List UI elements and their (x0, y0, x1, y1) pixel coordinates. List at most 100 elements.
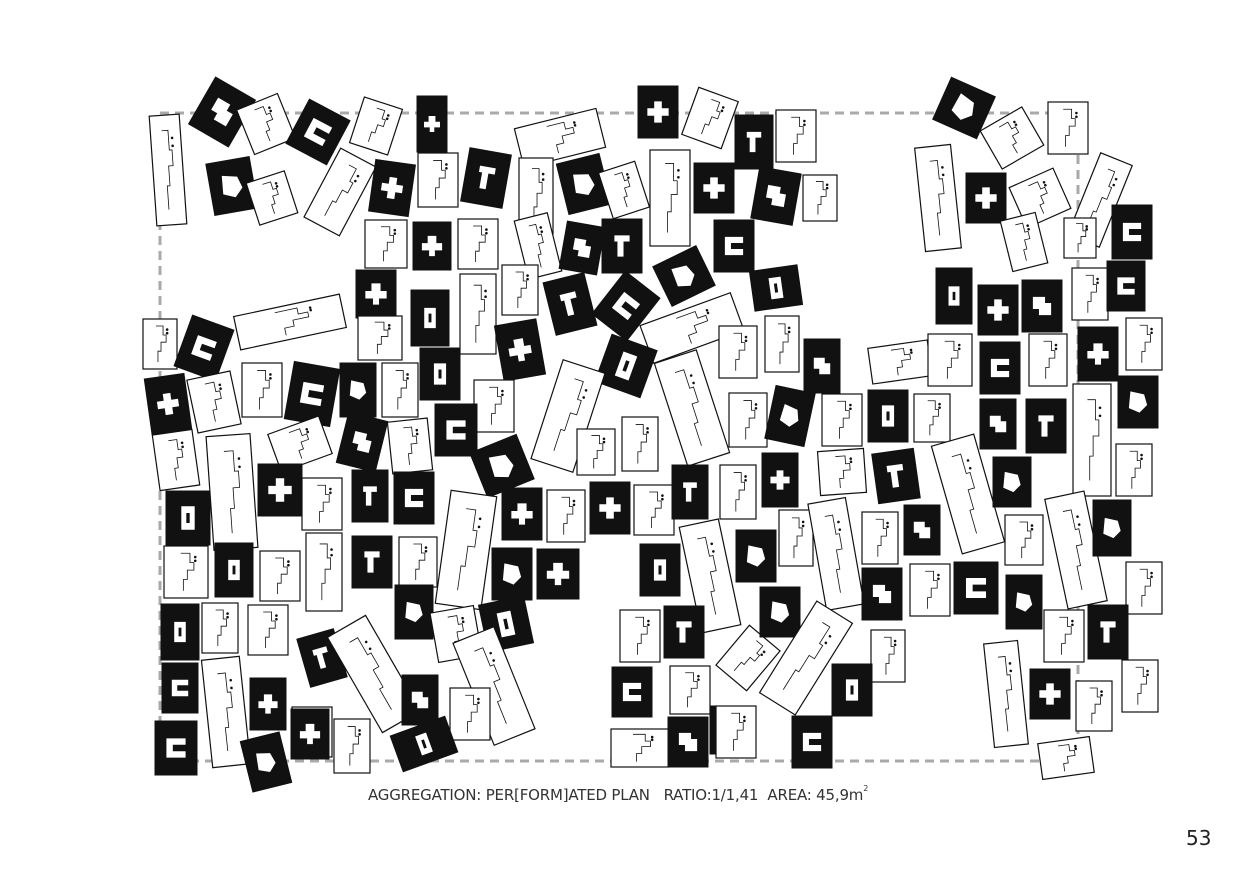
tile-frame (501, 487, 543, 541)
tile-frame (241, 362, 283, 418)
tile-dot (650, 738, 654, 742)
tile-dot (193, 559, 197, 563)
black-tile (214, 542, 254, 598)
black-tile (1087, 604, 1129, 660)
tile-dot (165, 331, 169, 335)
white-tile (201, 602, 239, 654)
tile-dot (308, 306, 312, 310)
tile-dot (910, 351, 913, 354)
white-tile (807, 496, 865, 612)
tile-dot (744, 335, 748, 339)
tile-line-plan (553, 378, 584, 451)
tile-motif (508, 338, 532, 362)
tile-line-plan (413, 543, 426, 580)
black-tile (935, 267, 973, 325)
tile-motif (975, 187, 997, 209)
white-tile (148, 113, 188, 227)
tile-dot (1071, 623, 1074, 627)
tile-dot (489, 651, 492, 655)
black-tile (283, 360, 341, 428)
tile-motif (352, 430, 372, 454)
black-tile (594, 333, 658, 399)
tile-line-plan (317, 484, 330, 523)
tile-dot (893, 639, 897, 643)
black-tile (791, 715, 833, 769)
tile-dot (193, 555, 197, 559)
tile-dot (329, 487, 332, 491)
white-tile (861, 511, 899, 565)
black-tile (671, 464, 709, 520)
tile-line-plan (614, 172, 631, 208)
tile-line-plan (528, 223, 544, 268)
tile-dot (218, 383, 222, 387)
white-tile (909, 563, 951, 617)
tile-frame (669, 665, 711, 715)
tile-frame (1121, 659, 1159, 713)
black-tile (143, 372, 193, 436)
tile-line-plan (697, 536, 717, 615)
tile-motif (987, 299, 1009, 321)
tile-motif (746, 131, 762, 153)
tile-dot (572, 499, 576, 503)
tile-dot (838, 528, 842, 531)
tile-frame (861, 511, 899, 565)
tile-dot (287, 560, 290, 563)
tile-line-plan (489, 386, 502, 425)
white-tile (301, 477, 343, 531)
black-tile (1021, 279, 1063, 333)
tile-dot (477, 697, 480, 701)
tile-dot (492, 659, 495, 662)
tile-frame (982, 639, 1030, 749)
caption-area: AREA: 45,9m (767, 786, 864, 804)
white-tile (186, 370, 242, 434)
tile-line-plan (263, 611, 276, 648)
tile-motif (299, 381, 325, 407)
black-tile (355, 269, 397, 319)
tile-frame (778, 509, 814, 567)
tile-frame (979, 341, 1021, 395)
black-tile (1117, 375, 1159, 429)
black-tile (542, 272, 598, 336)
tile-motif (478, 165, 496, 190)
tile-line-plan (824, 514, 843, 593)
tile-dot (941, 173, 945, 177)
tile-motif (647, 101, 669, 123)
tile-motif (671, 265, 695, 287)
tile-dot (269, 373, 272, 376)
white-tile (621, 416, 659, 472)
tile-line-plan (447, 615, 464, 653)
tile-dot (754, 407, 758, 410)
white-tile (449, 687, 491, 741)
tile-dot (229, 678, 232, 682)
tile-dot (677, 169, 680, 172)
tile-dot (627, 176, 630, 179)
tile-dot (406, 373, 409, 376)
tile-frame (713, 219, 755, 273)
tile-dot (1100, 693, 1103, 697)
tile-line-plan (349, 637, 392, 710)
tile-dot (712, 550, 715, 553)
tile-motif (913, 521, 931, 539)
tile-dot (424, 549, 428, 553)
tile-line-plan (927, 400, 939, 436)
tile-line-plan (591, 435, 604, 469)
tile-motif (1003, 471, 1021, 493)
tile-line-plan (1019, 521, 1032, 558)
tile-frame (775, 109, 817, 163)
tile-frame (1043, 609, 1085, 663)
tile-line-plan (731, 712, 744, 751)
black-tile (693, 162, 735, 214)
white-tile (1037, 735, 1095, 781)
tile-line-plan (929, 159, 945, 236)
tile-dot (743, 719, 746, 723)
tile-line-plan (561, 496, 574, 535)
tile-motif (678, 732, 698, 752)
tile-frame (867, 339, 933, 385)
tile-frame (419, 347, 461, 401)
black-tile (419, 347, 461, 401)
black-tile (652, 245, 716, 307)
tile-motif (724, 236, 744, 256)
tile-dot (230, 686, 233, 690)
white-tile (653, 349, 731, 467)
tile-line-plan (883, 636, 895, 675)
